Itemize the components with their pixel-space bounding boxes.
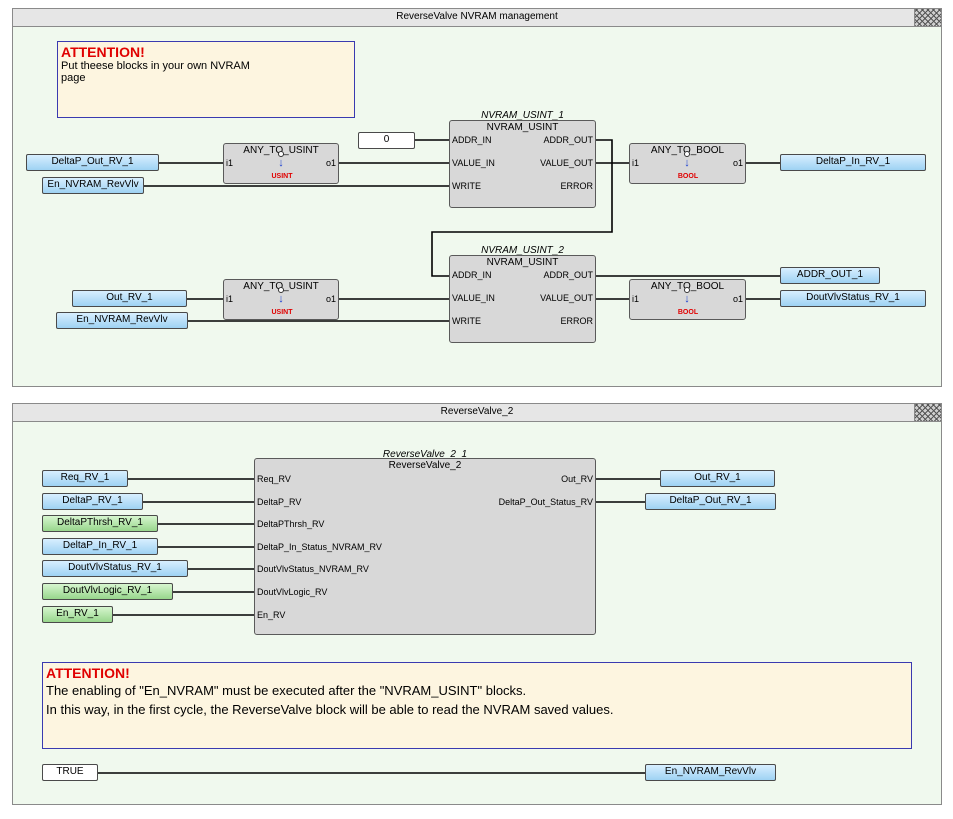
var-doutvlvlogic-rv[interactable]: DoutVlvLogic_RV_1 — [42, 583, 173, 600]
var-en-nvram[interactable]: En_NVRAM_RevVlv — [42, 177, 144, 194]
block-type: ANY_TO_USINT — [224, 281, 338, 292]
var-deltap-out[interactable]: DeltaP_Out_RV_1 — [26, 154, 159, 171]
block-type: NVRAM_USINT — [486, 257, 559, 268]
convert-dot-icon — [278, 151, 284, 157]
convert-dot-icon — [684, 151, 690, 157]
pin-i1[interactable]: i1 — [226, 294, 234, 304]
any-to-bool-block[interactable]: ANY_TO_BOOL i1 o1 ↓ BOOL — [629, 143, 746, 184]
var-doutvlvstatus-rv[interactable]: DoutVlvStatus_RV_1 — [42, 560, 188, 577]
pin-value-in[interactable]: VALUE_IN — [452, 293, 495, 303]
block-type: ANY_TO_USINT — [224, 145, 338, 156]
block-instance-name: NVRAM_USINT_2 — [481, 245, 564, 256]
pin-value-out[interactable]: VALUE_OUT — [540, 158, 593, 168]
var-deltapthrsh-rv[interactable]: DeltaPThrsh_RV_1 — [42, 515, 158, 532]
note-heading: ATTENTION! — [46, 665, 130, 681]
pin-addr-out[interactable]: ADDR_OUT — [543, 135, 593, 145]
pin-o1[interactable]: o1 — [732, 158, 743, 168]
type-mark: BOOL — [677, 173, 699, 180]
pin-doutvlvstatus[interactable]: DoutVlvStatus_NVRAM_RV — [257, 564, 369, 574]
attention-note-enabling[interactable]: ATTENTION! The enabling of "En_NVRAM" mu… — [42, 662, 912, 749]
type-mark: USINT — [271, 173, 293, 180]
pin-deltap-in-status[interactable]: DeltaP_In_Status_NVRAM_RV — [257, 542, 382, 552]
pin-en-rv[interactable]: En_RV — [257, 610, 286, 620]
pin-error[interactable]: ERROR — [560, 316, 593, 326]
block-type: ANY_TO_BOOL — [630, 281, 745, 292]
var-deltap-in-rv[interactable]: DeltaP_In_RV_1 — [42, 538, 158, 555]
pin-i1[interactable]: i1 — [226, 158, 234, 168]
block-type: ANY_TO_BOOL — [630, 145, 745, 156]
note-line: page — [61, 72, 86, 84]
pin-out-rv[interactable]: Out_RV — [561, 474, 593, 484]
reversevalve-block[interactable]: ReverseValve_2 Req_RV DeltaP_RV DeltaPTh… — [254, 458, 596, 635]
pin-write[interactable]: WRITE — [452, 316, 481, 326]
pin-value-in[interactable]: VALUE_IN — [452, 158, 495, 168]
nvram-usint-block[interactable]: NVRAM_USINT ADDR_IN VALUE_IN WRITE ADDR_… — [449, 120, 596, 208]
constant-true[interactable]: TRUE — [42, 764, 98, 781]
arrow-down-icon: ↓ — [278, 157, 284, 169]
any-to-bool-block[interactable]: ANY_TO_BOOL i1 o1 ↓ BOOL — [629, 279, 746, 320]
constant-zero[interactable]: 0 — [358, 132, 415, 149]
convert-dot-icon — [684, 287, 690, 293]
pin-deltapthrsh-rv[interactable]: DeltaPThrsh_RV — [257, 519, 325, 529]
block-type: ReverseValve_2 — [388, 460, 462, 471]
block-instance-name: NVRAM_USINT_1 — [481, 110, 564, 121]
pin-o1[interactable]: o1 — [325, 294, 336, 304]
type-mark: USINT — [271, 309, 293, 316]
arrow-down-icon: ↓ — [684, 157, 690, 169]
var-en-nvram[interactable]: En_NVRAM_RevVlv — [56, 312, 188, 329]
var-out-rv[interactable]: Out_RV_1 — [72, 290, 187, 307]
var-deltap-out-rv[interactable]: DeltaP_Out_RV_1 — [645, 493, 776, 510]
note-heading: ATTENTION! — [61, 44, 145, 60]
pin-addr-in[interactable]: ADDR_IN — [452, 135, 492, 145]
var-out-rv[interactable]: Out_RV_1 — [660, 470, 775, 487]
panel-title[interactable]: ReverseValve NVRAM management — [13, 9, 941, 27]
note-line: Put theese blocks in your own NVRAM — [61, 60, 250, 72]
pin-doutvlvlogic[interactable]: DoutVlvLogic_RV — [257, 587, 328, 597]
pin-deltap-rv[interactable]: DeltaP_RV — [257, 497, 302, 507]
note-line: In this way, in the first cycle, the Rev… — [46, 702, 614, 717]
nvram-usint-block[interactable]: NVRAM_USINT ADDR_IN VALUE_IN WRITE ADDR_… — [449, 255, 596, 343]
arrow-down-icon: ↓ — [684, 293, 690, 305]
type-mark: BOOL — [677, 309, 699, 316]
pin-addr-out[interactable]: ADDR_OUT — [543, 270, 593, 280]
block-type: NVRAM_USINT — [486, 122, 559, 133]
pin-req-rv[interactable]: Req_RV — [257, 474, 291, 484]
var-req-rv[interactable]: Req_RV_1 — [42, 470, 128, 487]
pin-o1[interactable]: o1 — [732, 294, 743, 304]
pin-i1[interactable]: i1 — [632, 294, 640, 304]
var-deltap-in[interactable]: DeltaP_In_RV_1 — [780, 154, 926, 171]
pin-o1[interactable]: o1 — [325, 158, 336, 168]
any-to-usint-block[interactable]: ANY_TO_USINT i1 o1 ↓ USINT — [223, 143, 339, 184]
panel-title[interactable]: ReverseValve_2 — [13, 404, 941, 422]
pin-i1[interactable]: i1 — [632, 158, 640, 168]
block-instance-name: ReverseValve_2_1 — [382, 449, 468, 460]
pin-write[interactable]: WRITE — [452, 181, 481, 191]
var-doutvlvstatus[interactable]: DoutVlvStatus_RV_1 — [780, 290, 926, 307]
var-addr-out[interactable]: ADDR_OUT_1 — [780, 267, 880, 284]
panel-resize-handle[interactable] — [914, 404, 941, 421]
attention-note-nvram[interactable]: ATTENTION! Put theese blocks in your own… — [57, 41, 355, 118]
pin-value-out[interactable]: VALUE_OUT — [540, 293, 593, 303]
arrow-down-icon: ↓ — [278, 293, 284, 305]
panel-resize-handle[interactable] — [914, 9, 941, 26]
convert-dot-icon — [278, 287, 284, 293]
pin-addr-in[interactable]: ADDR_IN — [452, 270, 492, 280]
var-en-rv[interactable]: En_RV_1 — [42, 606, 113, 623]
note-line: The enabling of "En_NVRAM" must be execu… — [46, 683, 527, 698]
pin-deltap-out-status[interactable]: DeltaP_Out_Status_RV — [498, 497, 593, 507]
var-deltap-rv[interactable]: DeltaP_RV_1 — [42, 493, 143, 510]
pin-error[interactable]: ERROR — [560, 181, 593, 191]
var-en-nvram[interactable]: En_NVRAM_RevVlv — [645, 764, 776, 781]
any-to-usint-block[interactable]: ANY_TO_USINT i1 o1 ↓ USINT — [223, 279, 339, 320]
